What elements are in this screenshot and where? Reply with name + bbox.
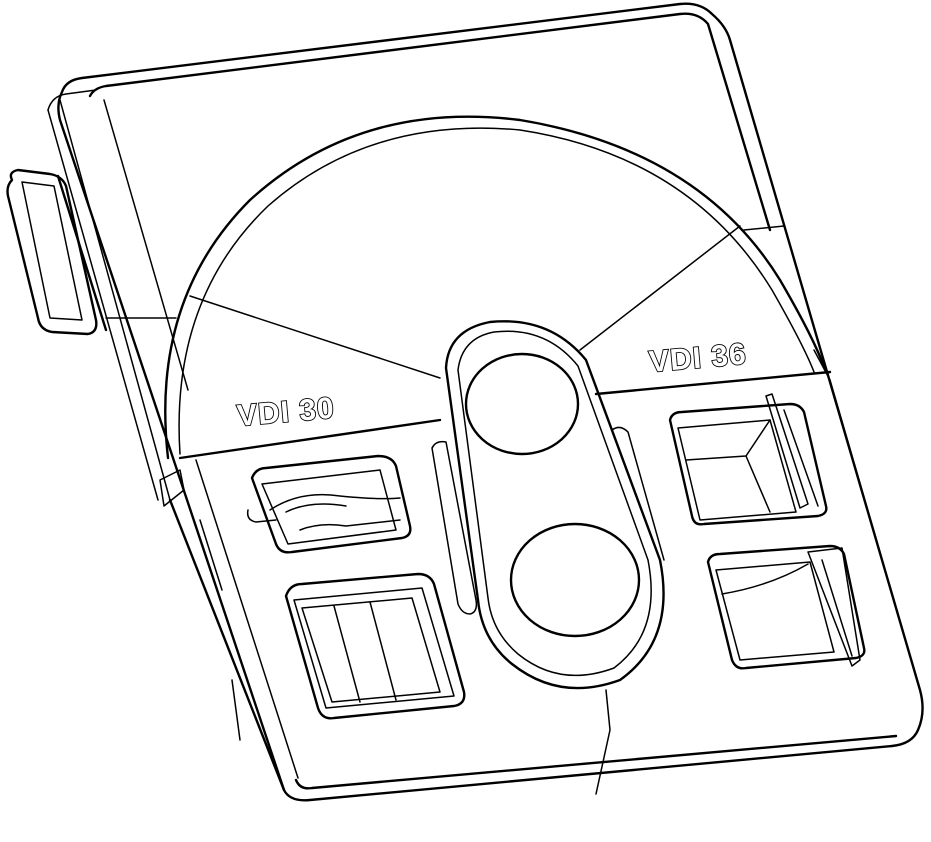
vdi30-large-pocket (284, 572, 466, 720)
rotary-dial (164, 115, 832, 460)
center-slot (431, 320, 665, 690)
vdi30-small-pocket (246, 454, 412, 554)
plate-body (47, 2, 924, 802)
side-clip (6, 168, 108, 336)
vdi36-lower-pocket (706, 544, 866, 670)
label-vdi-30: VDI 30 (236, 392, 336, 433)
vdi36-upper-pocket (668, 393, 828, 526)
label-vdi-36: VDI 36 (648, 338, 748, 379)
